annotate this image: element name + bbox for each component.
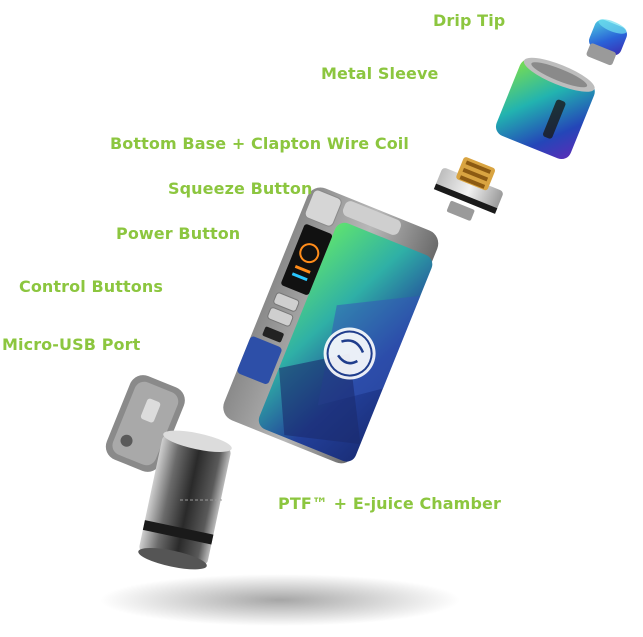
label-power-button: Power Button	[116, 224, 241, 243]
label-drip-tip: Drip Tip	[433, 11, 506, 30]
label-squeeze-button: Squeeze Button	[168, 179, 313, 198]
model-badge: DELTA	[174, 347, 195, 379]
label-ptf-chamber: PTF™ + E-juice Chamber	[278, 494, 501, 513]
label-control-buttons: Control Buttons	[19, 277, 163, 296]
mod-body	[223, 187, 439, 464]
drip-tip-part	[586, 19, 627, 66]
label-micro-usb-port: Micro-USB Port	[2, 335, 141, 354]
floor-shadow	[100, 574, 460, 626]
bottom-base-coil-part	[433, 157, 503, 221]
label-metal-sleeve: Metal Sleeve	[321, 64, 439, 83]
label-bottom-base: Bottom Base + Clapton Wire Coil	[110, 134, 409, 153]
metal-sleeve-part	[495, 57, 595, 160]
